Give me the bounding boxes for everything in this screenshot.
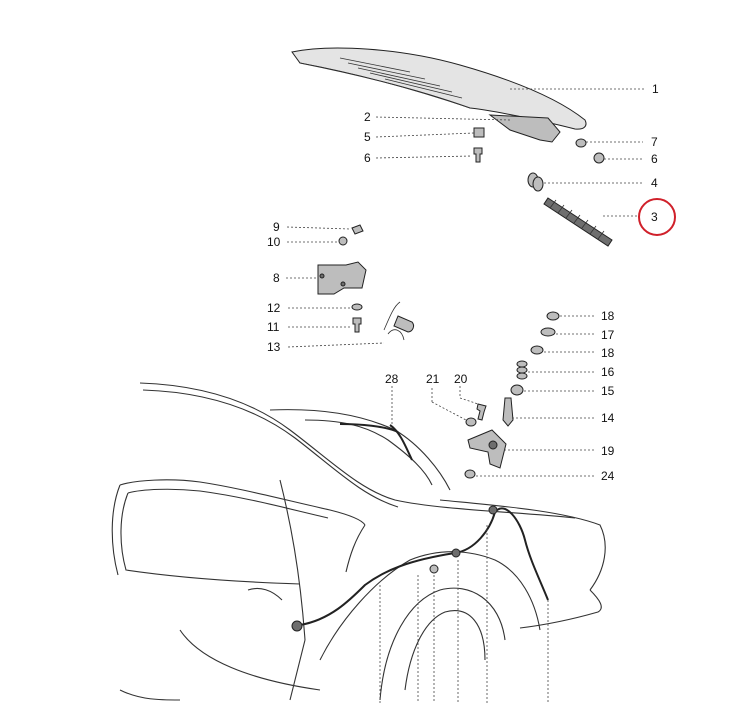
- callout-4: 4: [651, 176, 658, 190]
- callout-7: 7: [651, 135, 658, 149]
- spring-16: [516, 360, 528, 380]
- callout-9: 9: [273, 220, 280, 234]
- nut-5: [473, 127, 485, 138]
- cable-clip: [429, 564, 439, 574]
- callout-6a: 6: [364, 151, 371, 165]
- callout-6b: 6: [651, 152, 658, 166]
- washer-18a: [546, 311, 560, 321]
- highlight-circle: [638, 198, 676, 236]
- callout-11: 11: [267, 320, 280, 334]
- washer-7: [575, 138, 587, 148]
- callout-14: 14: [601, 411, 615, 425]
- lock-group: [317, 224, 415, 341]
- callout-labels: 1 2 5 6 7 6 4 3 9 10 8 12 11 13 18 17 18…: [267, 82, 659, 483]
- callout-8: 8: [273, 271, 280, 285]
- callout-24: 24: [601, 469, 615, 483]
- rear-lid: [291, 47, 587, 143]
- cable-guide: [488, 505, 498, 515]
- screw-20: [476, 403, 487, 421]
- callout-1: 1: [652, 82, 659, 96]
- washer-18b: [530, 345, 544, 355]
- lock-8: [317, 261, 367, 295]
- washer-21: [465, 417, 477, 427]
- callout-18a: 18: [601, 309, 615, 323]
- release-mechanism: [464, 311, 560, 479]
- callout-15: 15: [601, 384, 615, 398]
- washer-17: [540, 327, 556, 337]
- callout-16: 16: [601, 365, 615, 379]
- pin-14: [502, 397, 514, 427]
- callout-19: 19: [601, 444, 615, 458]
- bush-15: [510, 384, 524, 396]
- latch-13: [393, 315, 415, 333]
- callout-10: 10: [267, 235, 281, 249]
- callout-28: 28: [385, 372, 399, 386]
- callout-21: 21: [426, 372, 440, 386]
- car-body-outline: [111, 382, 606, 701]
- nut-12: [351, 303, 363, 311]
- spring-strut-3: [543, 197, 613, 247]
- callout-13: 13: [267, 340, 281, 354]
- leader-lines: [286, 88, 645, 477]
- callout-3: 3: [651, 210, 658, 224]
- callout-2: 2: [364, 110, 371, 124]
- screw-6b: [593, 152, 605, 164]
- nut-24: [464, 469, 476, 479]
- callout-5: 5: [364, 130, 371, 144]
- lid-grille-slots: [339, 57, 463, 99]
- guide-lines: [379, 525, 549, 703]
- callout-20: 20: [454, 372, 468, 386]
- callout-17: 17: [601, 328, 615, 342]
- cable-end-fitting: [291, 620, 303, 632]
- screw-9: [351, 224, 364, 235]
- cable-grommet: [451, 548, 461, 558]
- lid-hinge-bracket: [488, 114, 561, 143]
- callout-12: 12: [267, 301, 281, 315]
- callout-18b: 18: [601, 346, 615, 360]
- screw-11: [352, 317, 362, 333]
- catch-19: [467, 429, 507, 469]
- washer-10: [338, 236, 348, 246]
- spring-4: [527, 172, 544, 192]
- release-cable: [291, 423, 549, 632]
- screw-6a: [473, 147, 483, 163]
